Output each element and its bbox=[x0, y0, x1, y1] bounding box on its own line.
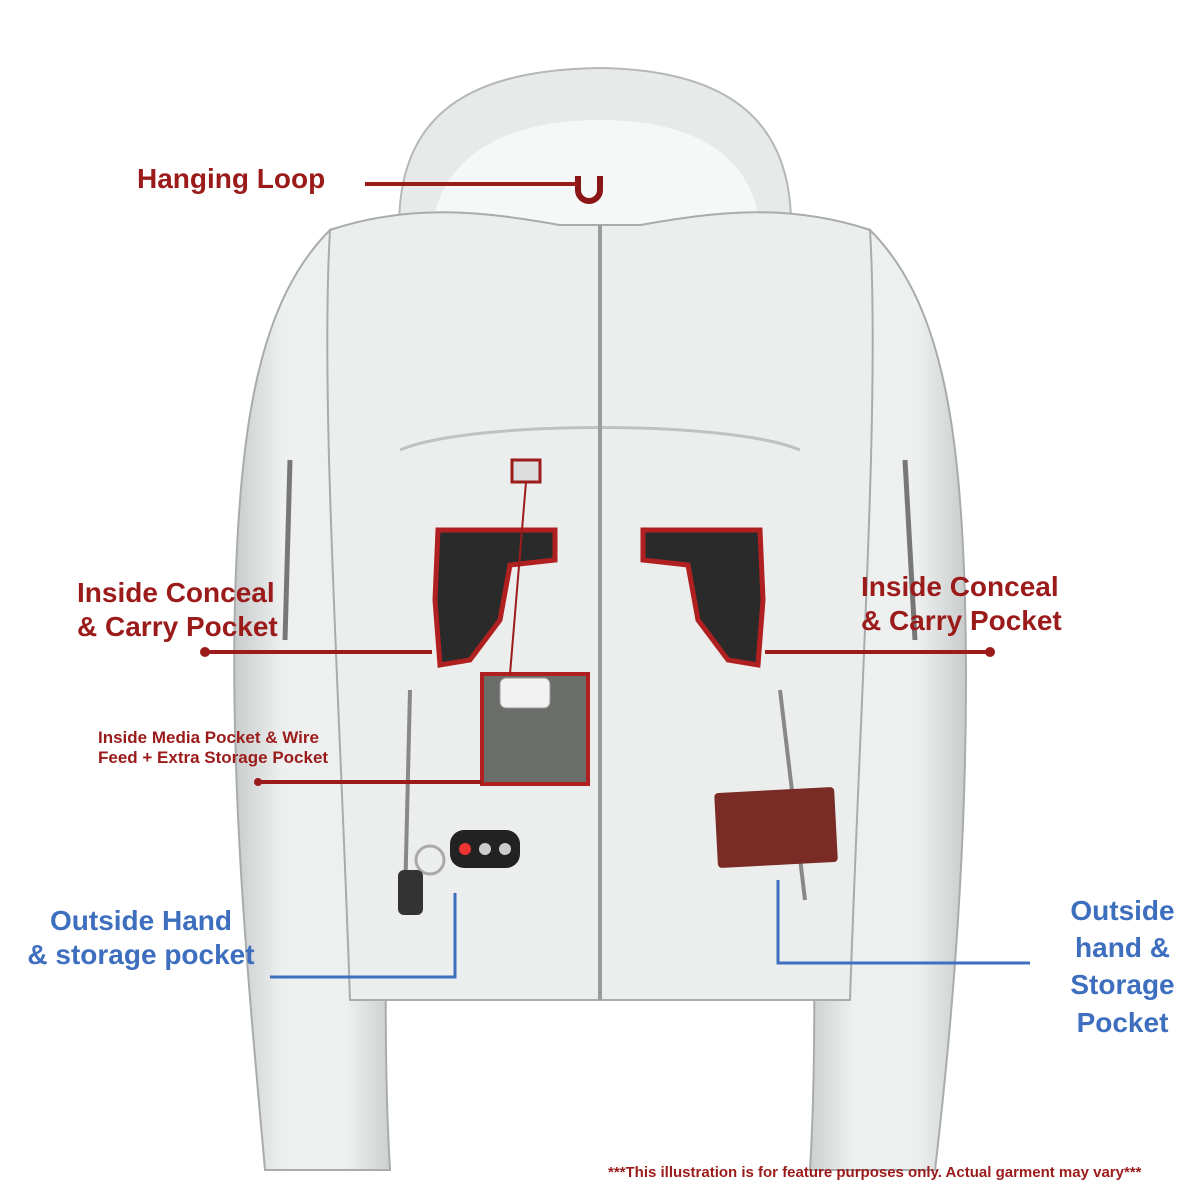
leader-outside-right bbox=[776, 880, 1030, 965]
label-line: & storage pocket bbox=[27, 938, 255, 970]
label-outside-hand-right: Outside hand & Storage Pocket bbox=[1050, 892, 1195, 1041]
hanging-loop-icon bbox=[575, 176, 603, 204]
car-keys-icon bbox=[398, 830, 520, 915]
leader-outside-left bbox=[270, 893, 457, 979]
label-line: Outside bbox=[1070, 895, 1175, 926]
pistol-right-icon bbox=[640, 527, 766, 668]
label-line: & Carry Pocket bbox=[77, 610, 278, 642]
disclaimer: ***This illustration is for feature purp… bbox=[608, 1164, 1142, 1181]
label-line: Storage bbox=[1070, 969, 1175, 1001]
label-line: Pocket bbox=[1076, 1006, 1169, 1038]
label-outside-hand-left: Outside Hand & storage pocket bbox=[12, 904, 270, 971]
label-line: Inside Conceal bbox=[861, 571, 1059, 602]
wire-feed-icon bbox=[510, 458, 542, 484]
label-inside-conceal-right: Inside Conceal & Carry Pocket bbox=[861, 570, 1062, 637]
label-inside-media-pocket: Inside Media Pocket & Wire Feed + Extra … bbox=[98, 728, 328, 769]
label-line: & Carry Pocket bbox=[861, 604, 1062, 636]
label-line: Outside Hand bbox=[49, 905, 232, 936]
label-hanging-loop: Hanging Loop bbox=[137, 163, 326, 194]
phone-icon bbox=[499, 677, 551, 709]
label-inside-conceal-left: Inside Conceal & Carry Pocket bbox=[77, 576, 278, 643]
label-line: hand & bbox=[1075, 932, 1170, 964]
pistol-left-icon bbox=[432, 527, 558, 668]
label-line: Inside Media Pocket & Wire bbox=[98, 728, 319, 747]
label-line: Feed + Extra Storage Pocket bbox=[98, 748, 329, 768]
wallet-icon bbox=[714, 787, 838, 868]
label-line: Inside Conceal bbox=[77, 577, 275, 608]
